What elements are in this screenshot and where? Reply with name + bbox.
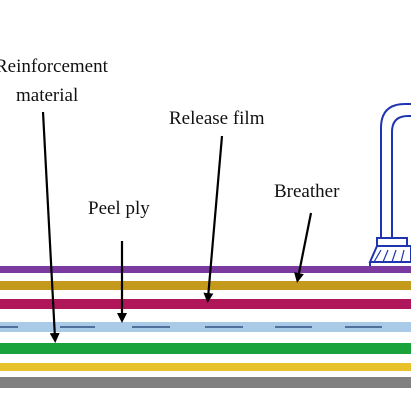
reinforcement-label-line1: Reinforcement <box>0 56 108 77</box>
reinforcement-arrow <box>41 111 60 343</box>
reinforcement-label-line2: material <box>16 85 79 106</box>
layer-gold-upper <box>0 281 411 290</box>
reinforcement-layer <box>0 343 411 354</box>
vacuum-port-icon <box>368 103 411 266</box>
breather-arrow <box>294 212 313 283</box>
layer-gold-lower <box>0 363 411 371</box>
breather-label: Breather <box>274 181 340 202</box>
release-film-layer <box>0 299 411 309</box>
release-film-label: Release film <box>169 108 265 129</box>
breather-layer <box>0 266 411 273</box>
release-film-arrow <box>203 135 224 303</box>
tool-base-layer <box>0 377 411 388</box>
peel-ply-label: Peel ply <box>88 198 150 219</box>
